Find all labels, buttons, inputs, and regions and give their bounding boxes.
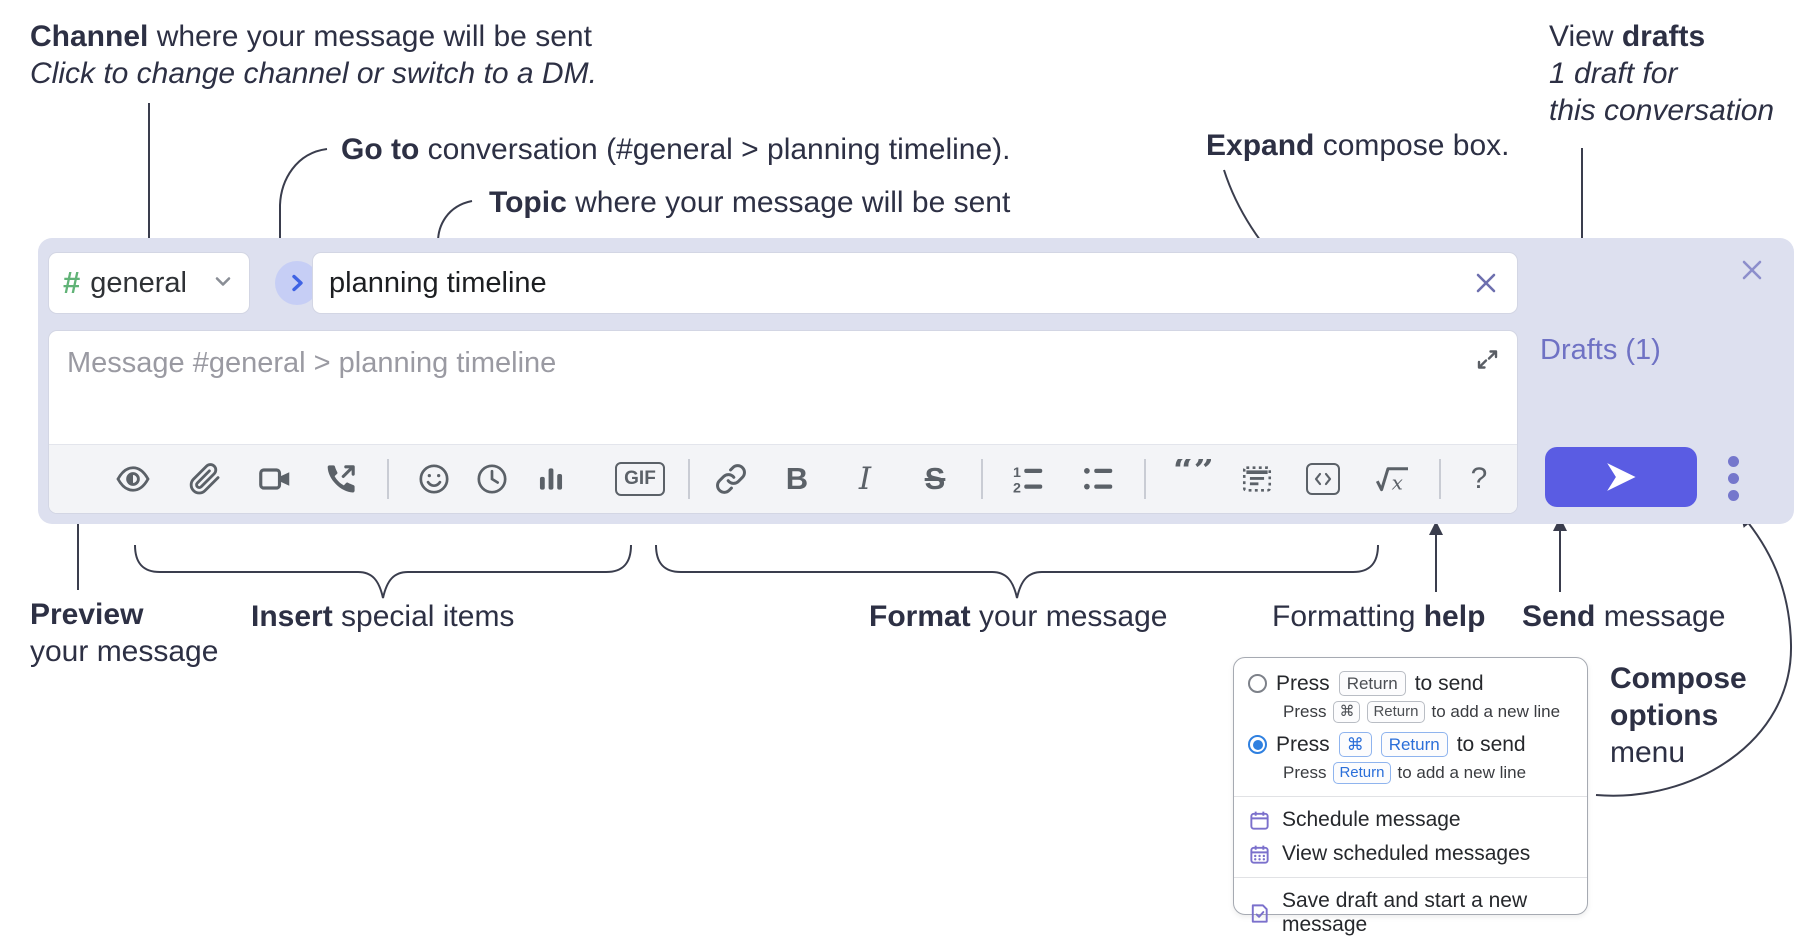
preview-annotation: Preview your message xyxy=(30,598,219,668)
clear-topic-icon[interactable] xyxy=(1463,260,1509,306)
chevron-right-icon xyxy=(292,274,303,292)
option-cmd-enter-to-send[interactable]: Press ⌘ Return to send xyxy=(1234,729,1587,760)
toolbar-divider xyxy=(1144,459,1146,499)
math-icon[interactable]: x xyxy=(1369,455,1417,503)
expand-compose-icon[interactable] xyxy=(1467,339,1507,379)
radio-selected-icon[interactable] xyxy=(1248,735,1267,754)
message-box: GIF B I S 1 xyxy=(48,330,1518,514)
toolbar-divider xyxy=(981,459,983,499)
topic-input[interactable] xyxy=(313,266,1463,300)
calendar-grid-icon xyxy=(1250,845,1269,864)
numbered-list-icon[interactable]: 1 2 xyxy=(1004,455,1052,503)
send-icon xyxy=(1607,463,1636,491)
chevron-down-icon xyxy=(211,269,235,298)
code-icon[interactable] xyxy=(1299,455,1347,503)
formatting-help-annotation: Formatting help xyxy=(1272,600,1486,633)
option-cmd-enter-to-send-hint: Press Return to add a new line xyxy=(1283,762,1527,784)
compose-options-annotation: Compose options menu xyxy=(1610,662,1747,769)
compose-box: # general xyxy=(38,238,1794,524)
svg-text:“”: “” xyxy=(1173,459,1211,492)
save-draft-item[interactable]: Save draft and start a new message xyxy=(1234,884,1587,942)
formatting-help-icon[interactable]: ? xyxy=(1470,462,1488,495)
expand-annotation: Expand compose box. xyxy=(1206,129,1510,162)
svg-text:2: 2 xyxy=(1013,481,1021,497)
message-input[interactable] xyxy=(49,331,1471,429)
compose-options-popup: Press Return to send Press ⌘ Return to a… xyxy=(1233,657,1588,936)
compose-toolbar: GIF B I S 1 xyxy=(49,444,1517,513)
italic-icon[interactable]: I xyxy=(858,461,872,497)
topic-field xyxy=(312,252,1518,314)
popup-divider xyxy=(1234,877,1587,878)
quote-icon[interactable]: “” xyxy=(1167,455,1215,503)
svg-text:1: 1 xyxy=(1013,465,1021,481)
arrow-goto xyxy=(273,148,328,255)
format-annotation: Format your message xyxy=(869,600,1168,633)
strikethrough-icon[interactable]: S xyxy=(924,461,946,496)
channel-hash-icon: # xyxy=(63,265,81,300)
attach-file-icon[interactable] xyxy=(181,455,229,503)
channel-annotation: Channel where your message will be sent … xyxy=(30,20,597,90)
option-enter-to-send-hint: Press ⌘ Return to add a new line xyxy=(1283,701,1561,723)
view-scheduled-messages-item[interactable]: View scheduled messages xyxy=(1234,837,1587,871)
toolbar-divider xyxy=(688,459,690,499)
goto-annotation: Go to conversation (#general > planning … xyxy=(341,133,1011,166)
popup-divider xyxy=(1234,796,1587,797)
video-call-icon[interactable] xyxy=(251,455,299,503)
drafts-link[interactable]: Drafts (1) xyxy=(1540,334,1661,366)
brace-insert xyxy=(134,544,632,599)
send-button[interactable] xyxy=(1545,447,1697,507)
compose-options-icon[interactable] xyxy=(1714,450,1752,506)
schedule-message-item[interactable]: Schedule message xyxy=(1234,803,1587,837)
spoiler-icon[interactable] xyxy=(1233,455,1281,503)
topic-annotation: Topic where your message will be sent xyxy=(489,186,1011,219)
brace-format xyxy=(655,544,1379,599)
preview-icon[interactable] xyxy=(109,455,157,503)
toolbar-divider xyxy=(1439,459,1441,499)
close-compose-icon[interactable] xyxy=(1730,248,1774,292)
insert-annotation: Insert special items xyxy=(251,600,515,633)
time-icon[interactable] xyxy=(468,455,516,503)
emoji-icon[interactable] xyxy=(410,455,458,503)
bulleted-list-icon[interactable] xyxy=(1074,455,1122,503)
gif-icon[interactable]: GIF xyxy=(610,455,670,503)
channel-name: general xyxy=(90,266,187,299)
audio-call-icon[interactable] xyxy=(317,455,365,503)
link-icon[interactable] xyxy=(707,455,755,503)
channel-selector[interactable]: # general xyxy=(48,252,250,314)
option-enter-to-send[interactable]: Press Return to send xyxy=(1234,668,1587,699)
calendar-icon xyxy=(1250,811,1269,830)
go-to-conversation-button[interactable] xyxy=(275,261,319,305)
poll-icon[interactable] xyxy=(527,455,575,503)
toolbar-divider xyxy=(387,459,389,499)
view-drafts-annotation: View drafts 1 draft for this conversatio… xyxy=(1549,20,1775,127)
radio-unselected-icon[interactable] xyxy=(1248,674,1267,693)
send-annotation: Send message xyxy=(1522,600,1726,633)
bold-icon[interactable]: B xyxy=(785,461,809,496)
svg-text:x: x xyxy=(1392,471,1403,495)
save-draft-icon xyxy=(1251,903,1268,923)
